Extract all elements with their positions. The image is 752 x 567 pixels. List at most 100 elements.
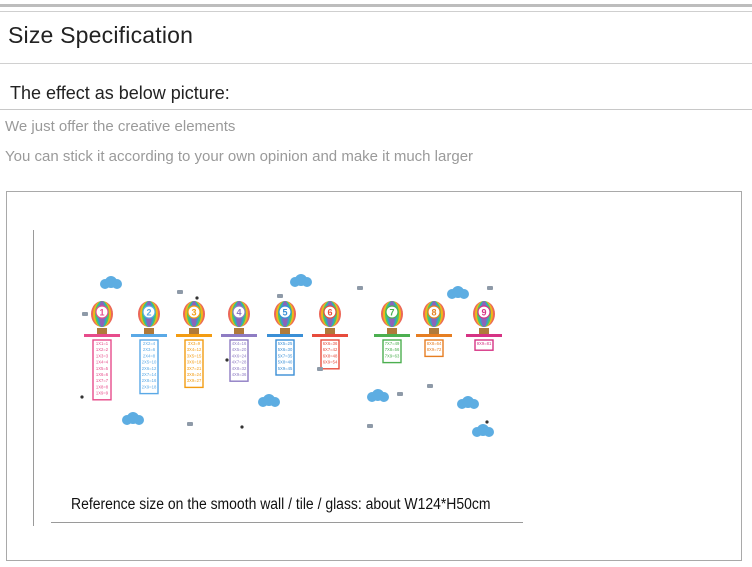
times-table-row: 9X9=81 bbox=[477, 341, 492, 346]
music-note-decoration bbox=[485, 420, 489, 424]
balloon-number: 8 bbox=[431, 308, 436, 318]
times-table-row: 3X8=24 bbox=[187, 372, 202, 377]
balloon-number-badge bbox=[278, 305, 292, 319]
balloon-basket bbox=[387, 328, 397, 334]
balloon-shelf bbox=[466, 334, 502, 337]
times-table-row: 3X3=9 bbox=[188, 341, 201, 346]
frame-vertical-line bbox=[33, 230, 34, 526]
times-table-row: 5X5=25 bbox=[278, 341, 293, 346]
bird-decoration bbox=[487, 286, 493, 290]
cloud-puff bbox=[302, 277, 312, 287]
times-table-row: 2X7=14 bbox=[142, 372, 157, 377]
balloon-3: 33X3=93X4=123X5=153X6=183X7=213X8=243X9=… bbox=[176, 301, 212, 389]
balloon-number: 1 bbox=[99, 308, 104, 318]
reference-size-caption: Reference size on the smooth wall / tile… bbox=[71, 496, 491, 513]
times-table-box bbox=[92, 339, 112, 401]
balloon-number-badge bbox=[187, 305, 201, 319]
cloud-puff bbox=[270, 397, 280, 407]
balloon-number: 7 bbox=[389, 308, 394, 318]
balloon-shelf bbox=[267, 334, 303, 337]
times-table-row: 1X9=9 bbox=[96, 391, 109, 396]
cloud-decoration bbox=[447, 286, 469, 299]
times-table-row: 4X8=32 bbox=[232, 366, 247, 371]
balloon-2: 22X2=42X3=62X4=82X5=102X6=122X7=142X8=16… bbox=[131, 301, 167, 395]
music-note-decoration bbox=[225, 358, 229, 362]
cloud-decoration bbox=[457, 396, 479, 409]
times-table-row: 7X8=56 bbox=[385, 347, 400, 352]
cloud-decoration bbox=[290, 274, 312, 287]
times-table-row: 7X9=63 bbox=[385, 353, 400, 358]
times-table-row: 5X6=30 bbox=[278, 347, 293, 352]
balloon-shelf bbox=[176, 334, 212, 337]
note-line-2: You can stick it according to your own o… bbox=[5, 148, 474, 165]
bird-decoration bbox=[187, 422, 193, 426]
times-table-row: 2X9=18 bbox=[142, 384, 157, 389]
times-table-row: 3X5=15 bbox=[187, 353, 202, 358]
balloon-number-badge bbox=[232, 305, 246, 319]
bird-decoration bbox=[277, 294, 283, 298]
caption-underline bbox=[51, 522, 523, 523]
balloon-number: 9 bbox=[481, 308, 486, 318]
balloon-number: 5 bbox=[282, 308, 287, 318]
bird-decoration bbox=[367, 424, 373, 428]
balloon-shelf bbox=[221, 334, 257, 337]
cloud-decoration bbox=[122, 412, 144, 425]
title-divider bbox=[0, 63, 752, 64]
balloon-shelf bbox=[416, 334, 452, 337]
times-table-box bbox=[275, 339, 295, 376]
times-table-row: 7X7=49 bbox=[385, 341, 400, 346]
times-table-row: 2X8=16 bbox=[142, 378, 157, 383]
balloon-basket bbox=[189, 328, 199, 334]
times-table-row: 1X1=1 bbox=[96, 341, 109, 346]
balloon-number: 2 bbox=[146, 308, 151, 318]
balloon-basket bbox=[479, 328, 489, 334]
times-table-row: 2X3=6 bbox=[143, 347, 156, 352]
cloud-puff bbox=[469, 399, 479, 409]
times-table-row: 6X6=36 bbox=[323, 341, 338, 346]
cloud-puff bbox=[484, 427, 494, 437]
times-table-row: 6X7=42 bbox=[323, 347, 338, 352]
times-table-row: 8X9=72 bbox=[427, 347, 442, 352]
times-table-row: 4X9=36 bbox=[232, 372, 247, 377]
times-table-row: 1X6=6 bbox=[96, 372, 109, 377]
times-table-row: 3X9=27 bbox=[187, 378, 202, 383]
times-table-box bbox=[424, 339, 444, 358]
times-table-row: 1X7=7 bbox=[96, 378, 109, 383]
balloon-basket bbox=[97, 328, 107, 334]
times-table-row: 4X6=24 bbox=[232, 353, 247, 358]
times-table-row: 2X4=8 bbox=[143, 353, 156, 358]
times-table-box bbox=[382, 339, 402, 364]
balloon-shelf bbox=[84, 334, 120, 337]
times-table-row: 1X2=2 bbox=[96, 347, 109, 352]
balloon-number-badge bbox=[323, 305, 337, 319]
balloon-number-badge bbox=[477, 305, 491, 319]
cloud-decoration bbox=[472, 424, 494, 437]
times-table-row: 3X7=21 bbox=[187, 366, 202, 371]
times-table-row: 6X8=48 bbox=[323, 353, 338, 358]
balloon-shelf bbox=[131, 334, 167, 337]
times-table-row: 1X8=8 bbox=[96, 384, 109, 389]
bird-decoration bbox=[177, 290, 183, 294]
times-table-row: 1X5=5 bbox=[96, 366, 109, 371]
cloud-decoration bbox=[258, 394, 280, 407]
bird-decoration bbox=[357, 286, 363, 290]
top-rule-thick bbox=[0, 4, 752, 7]
bird-decoration bbox=[317, 367, 323, 371]
cloud-puff bbox=[134, 415, 144, 425]
balloon-shelf bbox=[312, 334, 348, 337]
page-title: Size Specification bbox=[8, 22, 194, 48]
times-table-box bbox=[229, 339, 249, 382]
section-subtitle: The effect as below picture: bbox=[10, 83, 230, 103]
balloon-shelf bbox=[374, 334, 410, 337]
cloud-puff bbox=[379, 392, 389, 402]
cloud-decoration bbox=[100, 276, 122, 289]
subtitle-divider bbox=[0, 109, 752, 110]
balloon-basket bbox=[144, 328, 154, 334]
times-table-row: 6X9=54 bbox=[323, 360, 338, 365]
music-note-decoration bbox=[80, 395, 84, 399]
